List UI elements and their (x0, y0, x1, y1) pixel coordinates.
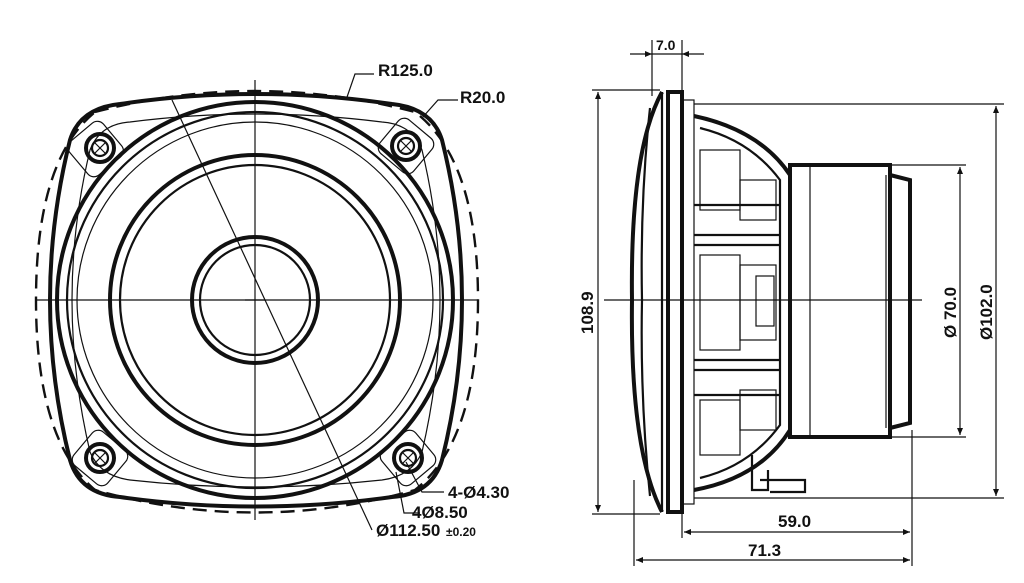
mounting-hole-tr (377, 117, 435, 175)
mounting-hole-bl (71, 429, 129, 487)
mounting-hole-br (379, 429, 437, 487)
frame-outline (47, 92, 465, 509)
counterbore-leader (395, 471, 420, 514)
mounting-flange (666, 90, 684, 514)
depth-frame-label: 59.0 (778, 512, 811, 531)
counterbore-label: 4Ø8.50 (412, 503, 468, 522)
holes-leader (405, 461, 444, 493)
r125-leader (345, 73, 374, 101)
front-view (34, 73, 480, 531)
diameter-label: Ø112.50 (376, 521, 440, 540)
diameter-leader (171, 99, 373, 531)
flange-thickness-label: 7.0 (656, 37, 676, 53)
tolerance-label: ±0.20 (446, 525, 476, 539)
r20-leader (421, 99, 458, 119)
holes-label: 4-Ø4.30 (448, 483, 509, 502)
depth-total-label: 71.3 (748, 541, 781, 560)
terminal-connector (750, 455, 807, 494)
side-view (592, 40, 1004, 566)
magnet (788, 163, 892, 439)
height-label: 108.9 (578, 291, 597, 334)
r20-label: R20.0 (460, 88, 505, 107)
mounting-hole-tl (67, 120, 124, 178)
magnet-diameter-label: Ø 70.0 (941, 287, 960, 338)
frame-diameter-label: Ø102.0 (977, 284, 996, 340)
r125-label: R125.0 (378, 61, 433, 80)
